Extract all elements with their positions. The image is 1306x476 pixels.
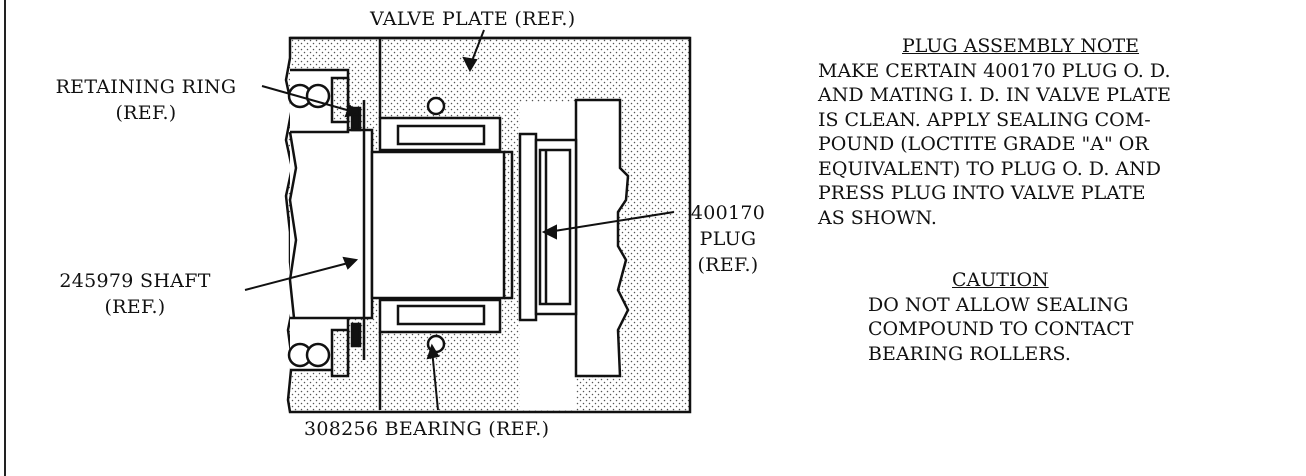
leader-lines [244, 29, 675, 411]
bearing [378, 96, 502, 354]
caution-line: BEARING ROLLERS. [868, 342, 1071, 365]
note-title: PLUG ASSEMBLY NOTE [902, 35, 1140, 57]
plug-label: 400170 PLUG (REF.) [678, 200, 778, 278]
caution-note: CAUTION DO NOT ALLOW SEALING COMPOUND TO… [868, 268, 1133, 366]
caution-line: DO NOT ALLOW SEALING [868, 293, 1129, 316]
valve-plate-label: VALVE PLATE (REF.) [370, 8, 576, 30]
note-line: AND MATING I. D. IN VALVE PLATE [818, 84, 1171, 106]
housing-outline [290, 36, 690, 410]
plug-label-line1: 400170 [690, 202, 766, 224]
shaft [288, 128, 514, 320]
note-line: EQUIVALENT) TO PLUG O. D. AND [818, 157, 1161, 180]
page-margin-rule [4, 0, 6, 476]
retaining-ring-label: RETAINING RING (REF.) [26, 74, 266, 126]
bearing-label: 308256 BEARING (REF.) [304, 418, 550, 440]
note-line: IS CLEAN. APPLY SEALING COM- [818, 108, 1151, 131]
plug [518, 132, 578, 322]
retaining-ring-label-line2: (REF.) [115, 102, 177, 124]
note-line: AS SHOWN. [818, 206, 937, 229]
shaft-label: 245979 SHAFT (REF.) [10, 268, 260, 320]
plug-assembly-note: PLUG ASSEMBLY NOTE MAKE CERTAIN 400170 P… [818, 34, 1171, 230]
note-line: MAKE CERTAIN 400170 PLUG O. D. [818, 59, 1171, 82]
shaft-label-line2: (REF.) [104, 296, 166, 318]
caution-line: COMPOUND TO CONTACT [868, 318, 1134, 340]
plug-label-line3: (REF.) [697, 254, 759, 276]
note-line: POUND (LOCTITE GRADE "A" OR [818, 133, 1149, 155]
retaining-ring [350, 100, 366, 360]
shaft-label-line1: 245979 SHAFT [59, 270, 211, 292]
plug-label-line2: PLUG [699, 228, 757, 250]
caution-title: CAUTION [952, 269, 1049, 291]
note-line: PRESS PLUG INTO VALVE PLATE [818, 182, 1146, 204]
retaining-ring-label-line1: RETAINING RING [55, 76, 237, 98]
